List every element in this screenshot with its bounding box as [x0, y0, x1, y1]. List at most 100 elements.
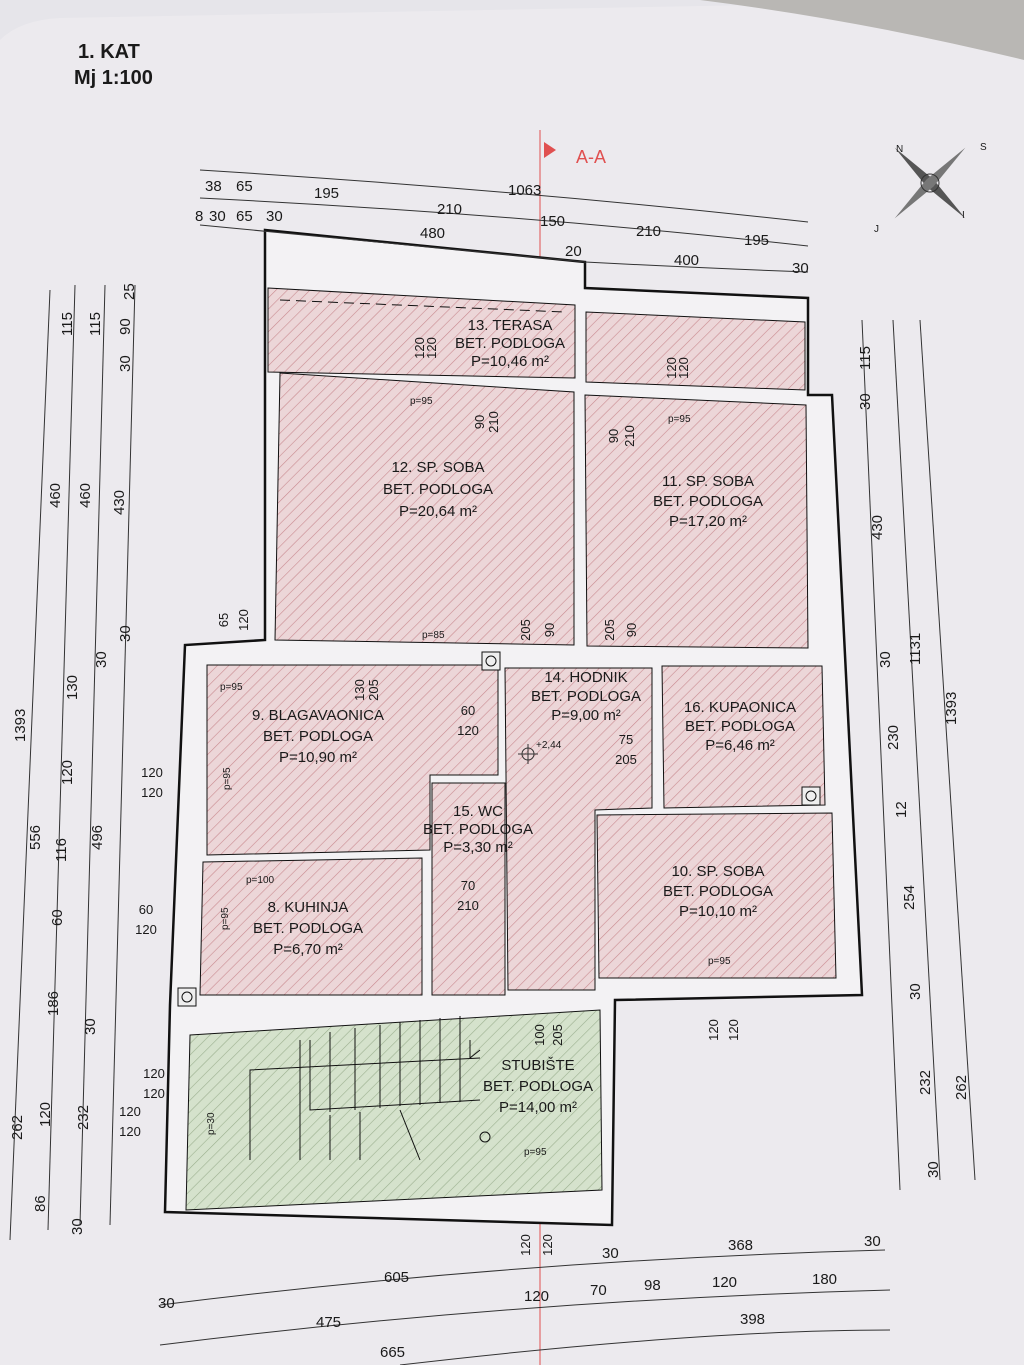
svg-text:90: 90 — [117, 318, 134, 335]
svg-text:556: 556 — [27, 825, 44, 850]
svg-text:120: 120 — [37, 1102, 54, 1127]
svg-text:98: 98 — [644, 1277, 661, 1294]
svg-text:1393: 1393 — [12, 709, 29, 742]
room-name: 14. HODNIK — [544, 669, 627, 686]
svg-text:475: 475 — [316, 1314, 341, 1331]
svg-text:254: 254 — [901, 885, 918, 910]
svg-text:120: 120 — [135, 922, 157, 937]
svg-text:398: 398 — [740, 1311, 765, 1328]
svg-text:60: 60 — [49, 909, 66, 926]
svg-text:205: 205 — [366, 679, 381, 701]
sill-label: p=100 — [246, 875, 275, 886]
svg-text:30: 30 — [907, 983, 924, 1000]
compass-j: J — [874, 224, 879, 235]
svg-text:75: 75 — [619, 732, 633, 747]
svg-text:210: 210 — [622, 425, 637, 447]
svg-text:120: 120 — [457, 723, 479, 738]
svg-text:195: 195 — [314, 185, 339, 202]
svg-text:60: 60 — [139, 902, 153, 917]
room-area: P=10,46 m² — [471, 353, 549, 370]
svg-text:115: 115 — [87, 312, 104, 336]
sill-label: p=95 — [220, 682, 243, 693]
svg-text:30: 30 — [117, 355, 134, 372]
sill-label: p=95 — [524, 1147, 547, 1158]
room-name: 15. WC — [453, 803, 503, 820]
svg-text:115: 115 — [857, 346, 874, 370]
room-floor: BET. PODLOGA — [455, 335, 565, 352]
svg-text:205: 205 — [550, 1024, 565, 1046]
svg-text:120: 120 — [676, 357, 691, 379]
room-name: 13. TERASA — [468, 317, 553, 334]
dimension-lines — [9, 169, 976, 1365]
svg-text:120: 120 — [726, 1019, 741, 1041]
svg-text:65: 65 — [236, 178, 253, 195]
svg-text:120: 120 — [143, 1066, 165, 1081]
compass-s: S — [980, 142, 987, 153]
room-name: 10. SP. SOBA — [671, 863, 764, 880]
svg-text:30: 30 — [266, 208, 283, 225]
svg-text:60: 60 — [461, 703, 475, 718]
room-name: 9. BLAGAVAONICA — [252, 707, 384, 724]
svg-text:70: 70 — [461, 878, 475, 893]
svg-text:460: 460 — [47, 483, 64, 508]
sill-label: p=95 — [668, 414, 691, 425]
room-floor: BET. PODLOGA — [653, 493, 763, 510]
svg-text:30: 30 — [82, 1018, 99, 1035]
svg-text:30: 30 — [864, 1233, 881, 1250]
svg-text:230: 230 — [885, 725, 902, 750]
sill-label: p=30 — [206, 1112, 217, 1135]
desk-background — [700, 0, 1024, 60]
svg-text:262: 262 — [953, 1075, 970, 1100]
svg-text:180: 180 — [812, 1271, 837, 1288]
svg-text:120: 120 — [119, 1104, 141, 1119]
svg-text:120: 120 — [664, 357, 679, 379]
section-label: A-A — [576, 147, 606, 167]
compass-n: N — [896, 144, 903, 155]
svg-text:120: 120 — [524, 1288, 549, 1305]
room-area: P=10,10 m² — [679, 903, 757, 920]
svg-text:460: 460 — [77, 483, 94, 508]
room-name: 11. SP. SOBA — [662, 473, 754, 490]
svg-text:30: 30 — [93, 651, 110, 668]
svg-text:30: 30 — [857, 393, 874, 410]
room-area: P=6,70 m² — [273, 941, 343, 958]
svg-text:30: 30 — [877, 651, 894, 668]
svg-text:120: 120 — [143, 1086, 165, 1101]
compass-i: I — [962, 210, 965, 221]
sill-label: p=95 — [410, 396, 433, 407]
sill-label: p=95 — [708, 956, 731, 967]
svg-text:25: 25 — [121, 283, 138, 300]
sill-label: p=95 — [222, 767, 233, 790]
svg-text:38: 38 — [205, 178, 222, 195]
svg-text:30: 30 — [602, 1245, 619, 1262]
svg-text:65: 65 — [236, 208, 253, 225]
room-area: P=14,00 m² — [499, 1099, 577, 1116]
svg-text:1393: 1393 — [943, 692, 960, 725]
svg-text:100: 100 — [532, 1024, 547, 1046]
svg-text:150: 150 — [540, 213, 565, 230]
room-name: 16. KUPAONICA — [684, 699, 796, 716]
svg-text:232: 232 — [75, 1105, 92, 1130]
svg-text:30: 30 — [925, 1161, 942, 1178]
room-floor: BET. PODLOGA — [383, 481, 493, 498]
svg-text:120: 120 — [712, 1274, 737, 1291]
svg-text:400: 400 — [674, 252, 699, 269]
north-arrow-icon — [894, 147, 966, 219]
floor-title: 1. KAT — [78, 41, 140, 63]
svg-text:232: 232 — [917, 1070, 934, 1095]
svg-text:120: 120 — [141, 765, 163, 780]
svg-text:130: 130 — [352, 679, 367, 701]
svg-text:605: 605 — [384, 1269, 409, 1286]
